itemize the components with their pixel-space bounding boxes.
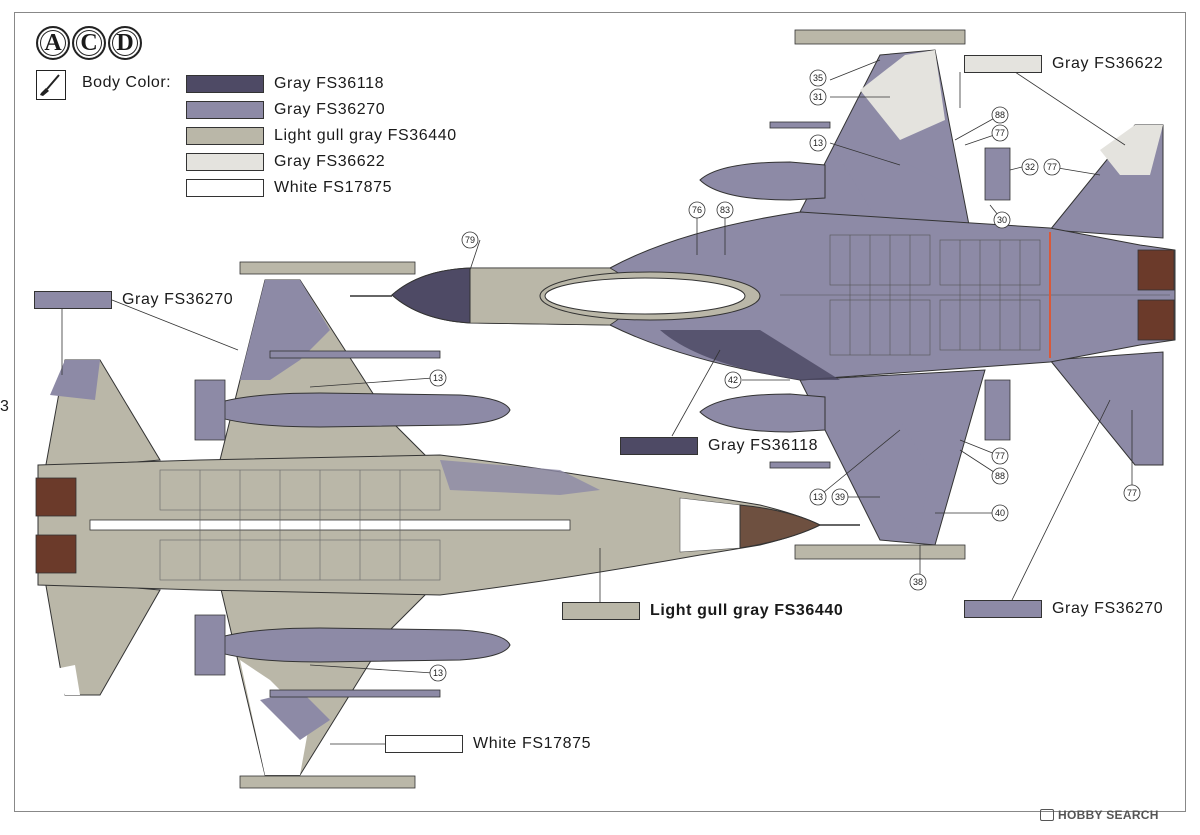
leader-lines	[61, 59, 1133, 745]
callout-gray-36270-left: Gray FS36270	[34, 291, 233, 309]
part-marker: 77	[991, 447, 1009, 465]
svg-text:38: 38	[913, 577, 923, 587]
part-marker: 88	[991, 106, 1009, 124]
svg-text:79: 79	[465, 235, 475, 245]
legend-row: Gray FS36622	[186, 153, 385, 171]
part-marker: 79	[461, 231, 479, 249]
part-marker: 35	[809, 69, 827, 87]
svg-text:40: 40	[995, 508, 1005, 518]
part-marker: 83	[716, 201, 734, 219]
callout-swatch	[620, 437, 698, 455]
svg-text:88: 88	[995, 110, 1005, 120]
callout-gray-36622: Gray FS36622	[964, 55, 1163, 73]
svg-text:77: 77	[995, 451, 1005, 461]
svg-text:77: 77	[995, 128, 1005, 138]
legend-swatch	[186, 153, 264, 171]
svg-text:13: 13	[433, 668, 443, 678]
svg-text:32: 32	[1025, 162, 1035, 172]
callout-label: Gray FS36270	[1052, 600, 1164, 617]
part-marker: 77	[991, 124, 1009, 142]
part-marker: 13	[809, 134, 827, 152]
watermark: HOBBY SEARCH	[1040, 808, 1159, 822]
callout-label: Gray FS36622	[1052, 55, 1164, 72]
callout-light-gull: Light gull gray FS36440	[562, 602, 843, 620]
callout-label: Gray FS36270	[122, 291, 234, 308]
legend-label: Light gull gray FS36440	[274, 127, 457, 144]
part-marker: 31	[809, 88, 827, 106]
legend-row: White FS17875	[186, 179, 392, 197]
part-marker: 30	[993, 211, 1011, 229]
legend-row: Gray FS36270	[186, 101, 385, 119]
body-color-label: Body Color:	[82, 74, 172, 91]
legend-swatch	[186, 101, 264, 119]
svg-text:42: 42	[728, 375, 738, 385]
part-marker: 39	[831, 488, 849, 506]
part-marker: 77	[1043, 158, 1061, 176]
callout-gray-36118: Gray FS36118	[620, 437, 818, 455]
callout-swatch	[964, 600, 1042, 618]
svg-text:30: 30	[997, 215, 1007, 225]
legend-swatch	[186, 75, 264, 93]
callout-swatch	[385, 735, 463, 753]
badge-a: A	[36, 26, 70, 60]
legend-label: Gray FS36118	[274, 75, 385, 92]
callout-white-17875: White FS17875	[385, 735, 591, 753]
legend-label: Gray FS36270	[274, 101, 386, 118]
callout-label: Light gull gray FS36440	[650, 602, 844, 619]
svg-text:35: 35	[813, 73, 823, 83]
callout-swatch	[34, 291, 112, 309]
svg-text:76: 76	[692, 205, 702, 215]
part-marker: 77	[1123, 484, 1141, 502]
callout-swatch	[562, 602, 640, 620]
part-marker: 32	[1021, 158, 1039, 176]
diagram-frame	[14, 12, 1186, 812]
part-marker: 13	[429, 369, 447, 387]
part-marker: 88	[991, 467, 1009, 485]
part-marker: 38	[909, 573, 927, 591]
callout-label: White FS17875	[473, 735, 592, 752]
bottom-view-aircraft	[35, 261, 860, 789]
part-marker: 76	[688, 201, 706, 219]
callout-gray-36270-right: Gray FS36270	[964, 600, 1163, 618]
part-marker: 40	[991, 504, 1009, 522]
legend-row: Light gull gray FS36440	[186, 127, 457, 145]
callout-label: Gray FS36118	[708, 437, 819, 454]
svg-text:77: 77	[1127, 488, 1137, 498]
legend-row: Gray FS36118	[186, 75, 384, 93]
svg-text:31: 31	[813, 92, 823, 102]
watermark-text: HOBBY SEARCH	[1058, 808, 1159, 822]
legend-label: Gray FS36622	[274, 153, 386, 170]
paintbrush-icon	[36, 70, 66, 100]
top-view-aircraft	[350, 29, 1176, 560]
badge-c: C	[72, 26, 106, 60]
svg-text:83: 83	[720, 205, 730, 215]
page-mark: 3	[0, 398, 9, 415]
legend-swatch	[186, 127, 264, 145]
svg-text:13: 13	[813, 492, 823, 502]
legend-label: White FS17875	[274, 179, 393, 196]
part-number-markers: 35 31 88 77 13 32 77 76 83 30 79 13 42 7…	[429, 69, 1141, 682]
version-badges: A C D	[36, 26, 142, 60]
svg-text:88: 88	[995, 471, 1005, 481]
svg-text:39: 39	[835, 492, 845, 502]
svg-text:13: 13	[433, 373, 443, 383]
legend-swatch	[186, 179, 264, 197]
part-marker: 42	[724, 371, 742, 389]
callout-swatch	[964, 55, 1042, 73]
badge-d: D	[108, 26, 142, 60]
svg-text:77: 77	[1047, 162, 1057, 172]
part-marker: 13	[429, 664, 447, 682]
watermark-logo-icon	[1040, 809, 1054, 821]
svg-text:13: 13	[813, 138, 823, 148]
part-marker: 13	[809, 488, 827, 506]
